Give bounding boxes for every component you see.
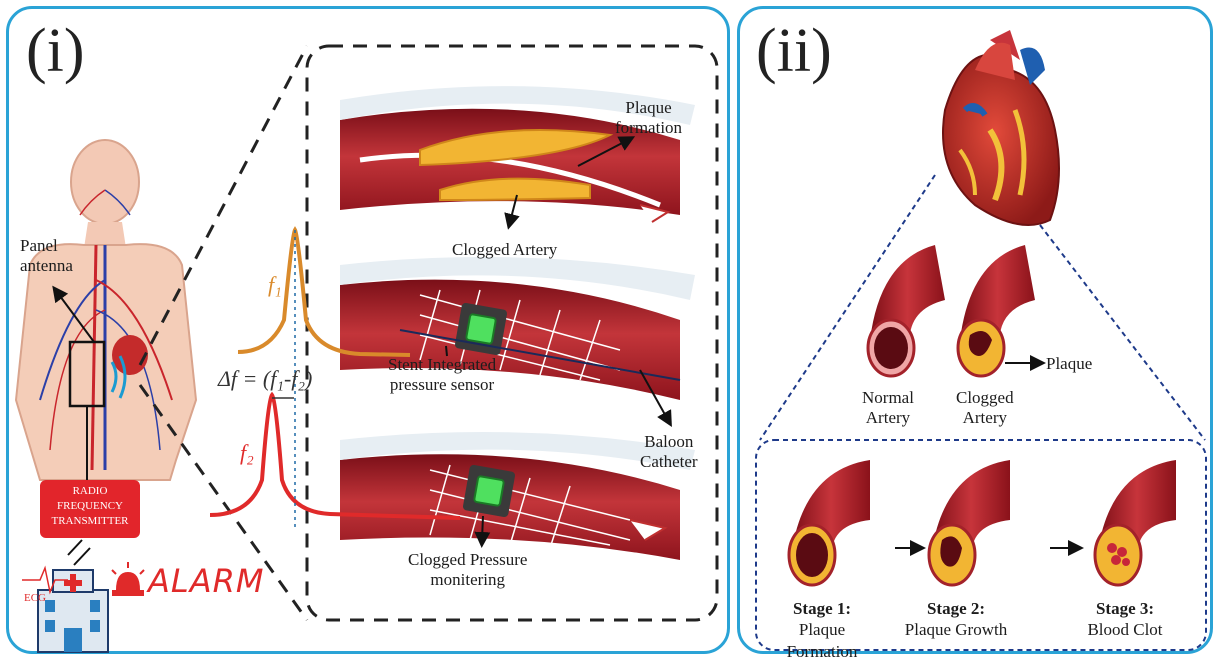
stage-3-subtitle: Blood Clot — [1087, 620, 1162, 639]
f1-label: f₁ — [268, 272, 282, 298]
clogged-pressure-label: Clogged Pressure monitering — [408, 550, 527, 589]
normal-artery-label: Normal Artery — [862, 388, 914, 427]
baloon-catheter-label: Baloon Catheter — [640, 432, 698, 471]
siren-icon — [112, 562, 144, 596]
rf-transmitter-box: RADIO FREQUENCY TRANSMITTER — [40, 480, 140, 538]
panel-antenna-label: Panel antenna — [20, 236, 73, 275]
clogged-artery-label: Clogged Artery — [452, 240, 557, 260]
stage-3-title: Stage 3: — [1096, 599, 1154, 618]
delta-f-formula: Δf = (f₁-f₂) — [218, 366, 312, 392]
stage-2-caption: Stage 2: Plaque Growth — [896, 598, 1016, 641]
stage-1-artery-icon — [789, 460, 870, 585]
ecg-label: ECG — [24, 592, 46, 604]
f2-label: f₂ — [240, 440, 254, 466]
clogged-artery-label-ii: Clogged Artery — [956, 388, 1014, 427]
plaque-formation-label: Plaque formation — [615, 98, 682, 137]
stage-2-subtitle: Plaque Growth — [905, 620, 1007, 639]
plaque-label: Plaque — [1046, 354, 1092, 374]
normal-artery-icon — [868, 245, 945, 376]
stage-2-artery-icon — [929, 460, 1010, 585]
clogged-artery-icon — [958, 245, 1035, 376]
stage-2-title: Stage 2: — [927, 599, 985, 618]
stage-1-caption: Stage 1: Plaque Formation — [762, 598, 882, 662]
alarm-label: ALARM — [148, 562, 264, 600]
heart-illustration — [943, 30, 1059, 225]
stage-3-artery-icon — [1095, 460, 1176, 585]
stage-3-caption: Stage 3: Blood Clot — [1070, 598, 1180, 641]
stage-1-subtitle: Plaque Formation — [787, 620, 858, 660]
panel-ii-label: (ii) — [756, 20, 832, 82]
panel-i-label: (i) — [26, 20, 85, 82]
stent-sensor-label: Stent Integrated pressure sensor — [388, 355, 496, 394]
stage-1-title: Stage 1: — [793, 599, 851, 618]
human-body-figure — [16, 140, 196, 480]
